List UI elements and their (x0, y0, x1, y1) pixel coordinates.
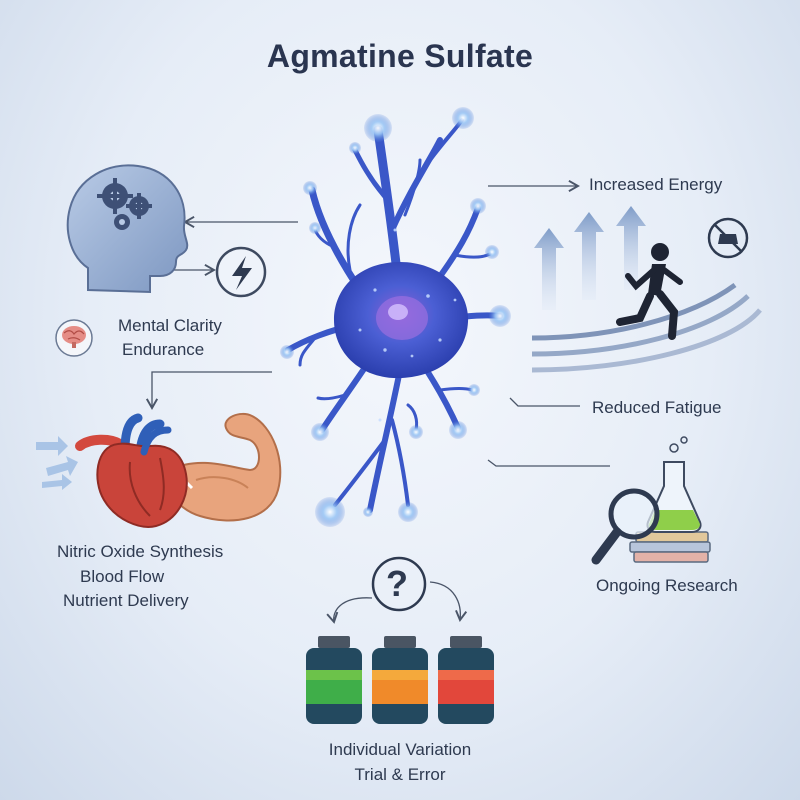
label-reduced-fatigue: Reduced Fatigue (592, 398, 722, 417)
arrow-question-right (429, 581, 468, 622)
label-nutrient-delivery: Nutrient Delivery (63, 591, 189, 610)
synapse-glows (280, 107, 511, 527)
lightning-icon (215, 246, 267, 298)
no-caffeine-icon (707, 217, 749, 259)
arrow-question-left (326, 597, 373, 624)
label-blood-flow: Blood Flow (80, 567, 165, 586)
line-to-fatigue (509, 397, 580, 407)
label-mental-clarity: Mental Clarity (118, 316, 222, 335)
label-nitric-oxide: Nitric Oxide Synthesis (57, 542, 224, 561)
running-track (531, 282, 762, 373)
heart-icon (75, 413, 188, 528)
label-trial-error: Trial & Error (354, 765, 446, 784)
label-ongoing-research: Ongoing Research (596, 576, 738, 595)
line-to-research (487, 459, 610, 467)
up-arrows-icon (534, 206, 646, 310)
label-individual-variation: Individual Variation (328, 740, 472, 759)
question-icon (371, 556, 427, 612)
flexed-arm-icon (169, 412, 282, 522)
label-increased-energy: Increased Energy (589, 175, 723, 194)
head-gears-icon (66, 164, 189, 294)
neuron-illustration (280, 107, 511, 527)
page-title: Agmatine Sulfate (266, 38, 534, 74)
question-mark: ? (386, 563, 408, 604)
bottle-icon-red (438, 636, 494, 724)
arrow-to-heart (145, 371, 272, 410)
bottle-icon-green (306, 636, 362, 724)
magnifier-icon (591, 488, 660, 565)
runner-icon (616, 243, 683, 340)
label-endurance: Endurance (122, 340, 205, 359)
bottle-icon-orange (372, 636, 428, 724)
connector-arrows (145, 179, 610, 624)
brain-icon (55, 319, 93, 357)
books-icon (629, 531, 711, 563)
blood-flow-arrows (36, 436, 78, 490)
